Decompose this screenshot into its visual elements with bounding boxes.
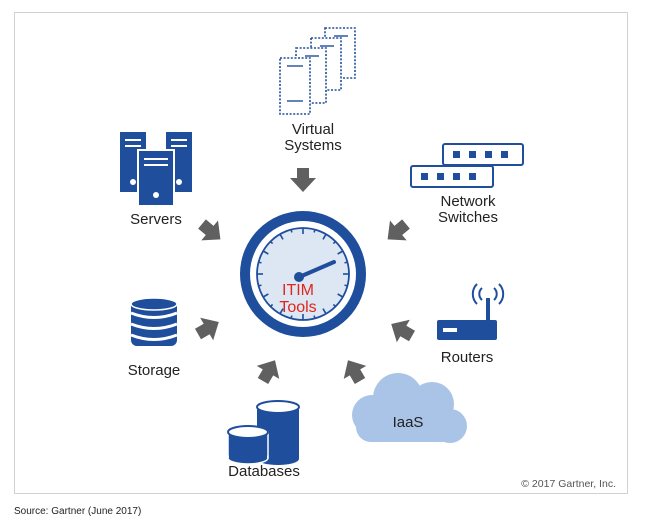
source-caption: Source: Gartner (June 2017) bbox=[14, 506, 142, 517]
gauge-tick bbox=[337, 250, 344, 255]
iaas-label: IaaS bbox=[393, 414, 424, 431]
arrow-from-virtual-systems bbox=[290, 168, 316, 192]
itim-label-line2: Tools bbox=[279, 299, 316, 316]
databases-label: Databases bbox=[228, 463, 300, 480]
gauge-tick bbox=[332, 240, 337, 245]
arrow-from-storage bbox=[191, 310, 226, 346]
servers-label: Servers bbox=[130, 211, 182, 228]
virtual-systems-label-line1: Virtual bbox=[292, 121, 334, 138]
arrow-from-routers bbox=[384, 312, 419, 348]
virtual-systems-icon bbox=[279, 27, 356, 115]
arrow-from-iaas bbox=[336, 353, 372, 388]
network-switch-icon bbox=[410, 143, 524, 188]
router-icon bbox=[437, 283, 505, 340]
gauge-tick bbox=[337, 293, 344, 298]
gauge-tick bbox=[258, 261, 262, 264]
network-switches-label-line1: Network bbox=[440, 193, 496, 210]
copyright-text: © 2017 Gartner, Inc. bbox=[521, 478, 616, 490]
gauge-tick bbox=[279, 233, 284, 240]
itim-gauge-icon bbox=[240, 211, 366, 337]
cloud-icon bbox=[352, 373, 467, 443]
database-icon bbox=[227, 400, 300, 465]
gauge-tick bbox=[262, 293, 269, 298]
gauge-tick bbox=[344, 261, 348, 264]
network-switches-label-line2: Switches bbox=[438, 209, 498, 226]
gauge-tick bbox=[290, 229, 293, 233]
gauge-tick bbox=[269, 303, 274, 308]
arrow-from-servers bbox=[193, 214, 229, 250]
gauge-tick bbox=[258, 284, 262, 287]
arrow-from-network-switches bbox=[379, 214, 415, 250]
gauge-tick bbox=[279, 308, 284, 315]
gauge-tick bbox=[262, 250, 269, 255]
gauge-tick bbox=[322, 233, 327, 240]
diagram-frame bbox=[14, 12, 628, 494]
gauge-tick bbox=[313, 229, 316, 233]
routers-label: Routers bbox=[441, 349, 494, 366]
storage-label: Storage bbox=[128, 362, 181, 379]
arrow-from-databases bbox=[251, 353, 287, 388]
storage-icon bbox=[130, 297, 178, 346]
gauge-tick bbox=[344, 284, 348, 287]
itim-label-line1: ITIM bbox=[282, 282, 314, 299]
gauge-tick bbox=[313, 315, 316, 319]
gauge-tick bbox=[290, 315, 293, 319]
gauge-tick bbox=[322, 308, 327, 315]
server-icon bbox=[120, 132, 192, 207]
gauge-tick bbox=[269, 240, 274, 245]
gauge-tick bbox=[332, 303, 337, 308]
virtual-systems-label-line2: Systems bbox=[284, 137, 342, 154]
